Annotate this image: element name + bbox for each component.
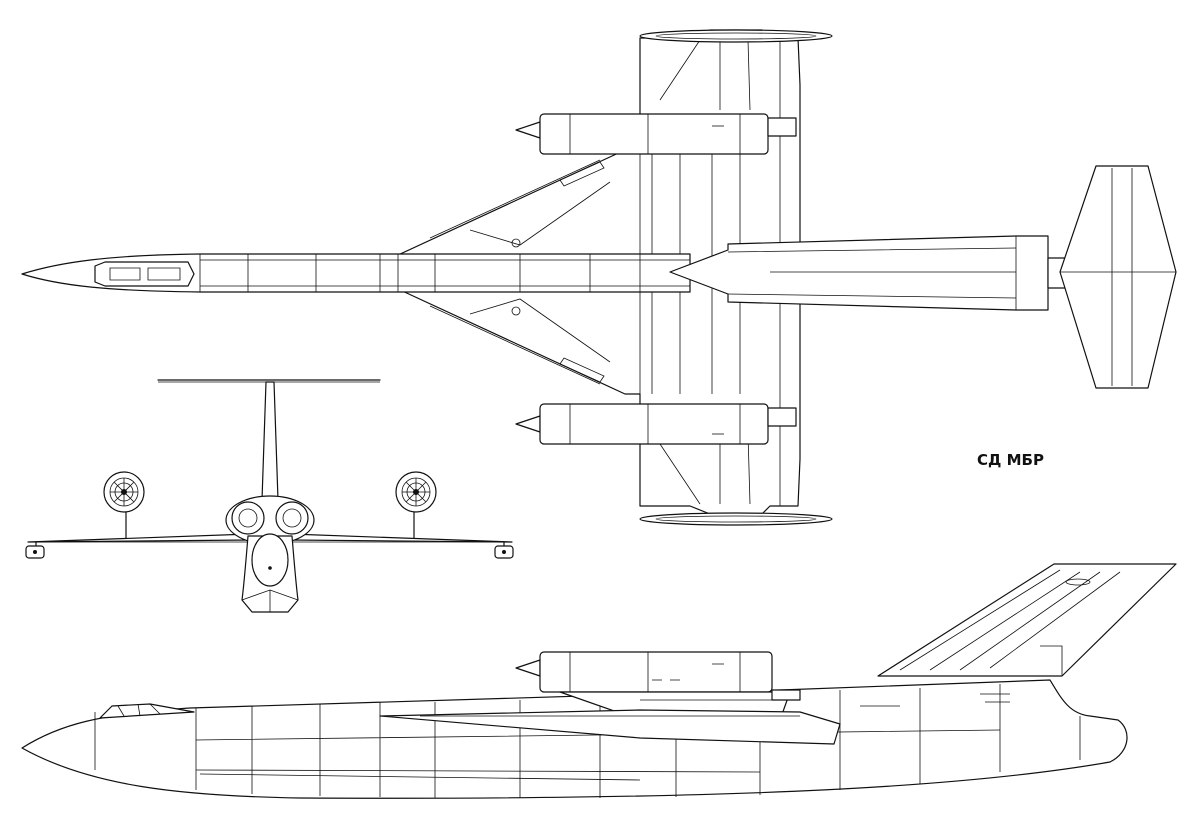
side-view-fuselage	[22, 680, 1127, 798]
front-view-center-engines	[226, 496, 314, 544]
front-view-engine-right	[396, 472, 436, 538]
front-view-engine-left	[104, 472, 144, 538]
top-view-tailplane	[1060, 166, 1176, 388]
side-view-wing	[380, 710, 840, 744]
top-view-wingtip-float-lower	[640, 513, 832, 525]
aircraft-designation-label: СД МБР	[977, 451, 1044, 469]
front-view-wingtip-float-left	[26, 542, 44, 558]
top-view-engine-upper	[516, 114, 796, 154]
top-view	[22, 30, 1176, 525]
front-view-fin	[262, 382, 278, 500]
top-view-engine-lower	[516, 404, 796, 444]
side-view-fin	[878, 564, 1176, 676]
side-view	[22, 564, 1176, 798]
top-view-wingtip-float-upper	[640, 30, 832, 42]
front-view	[26, 380, 513, 612]
front-view-wingtip-float-right	[495, 542, 513, 558]
